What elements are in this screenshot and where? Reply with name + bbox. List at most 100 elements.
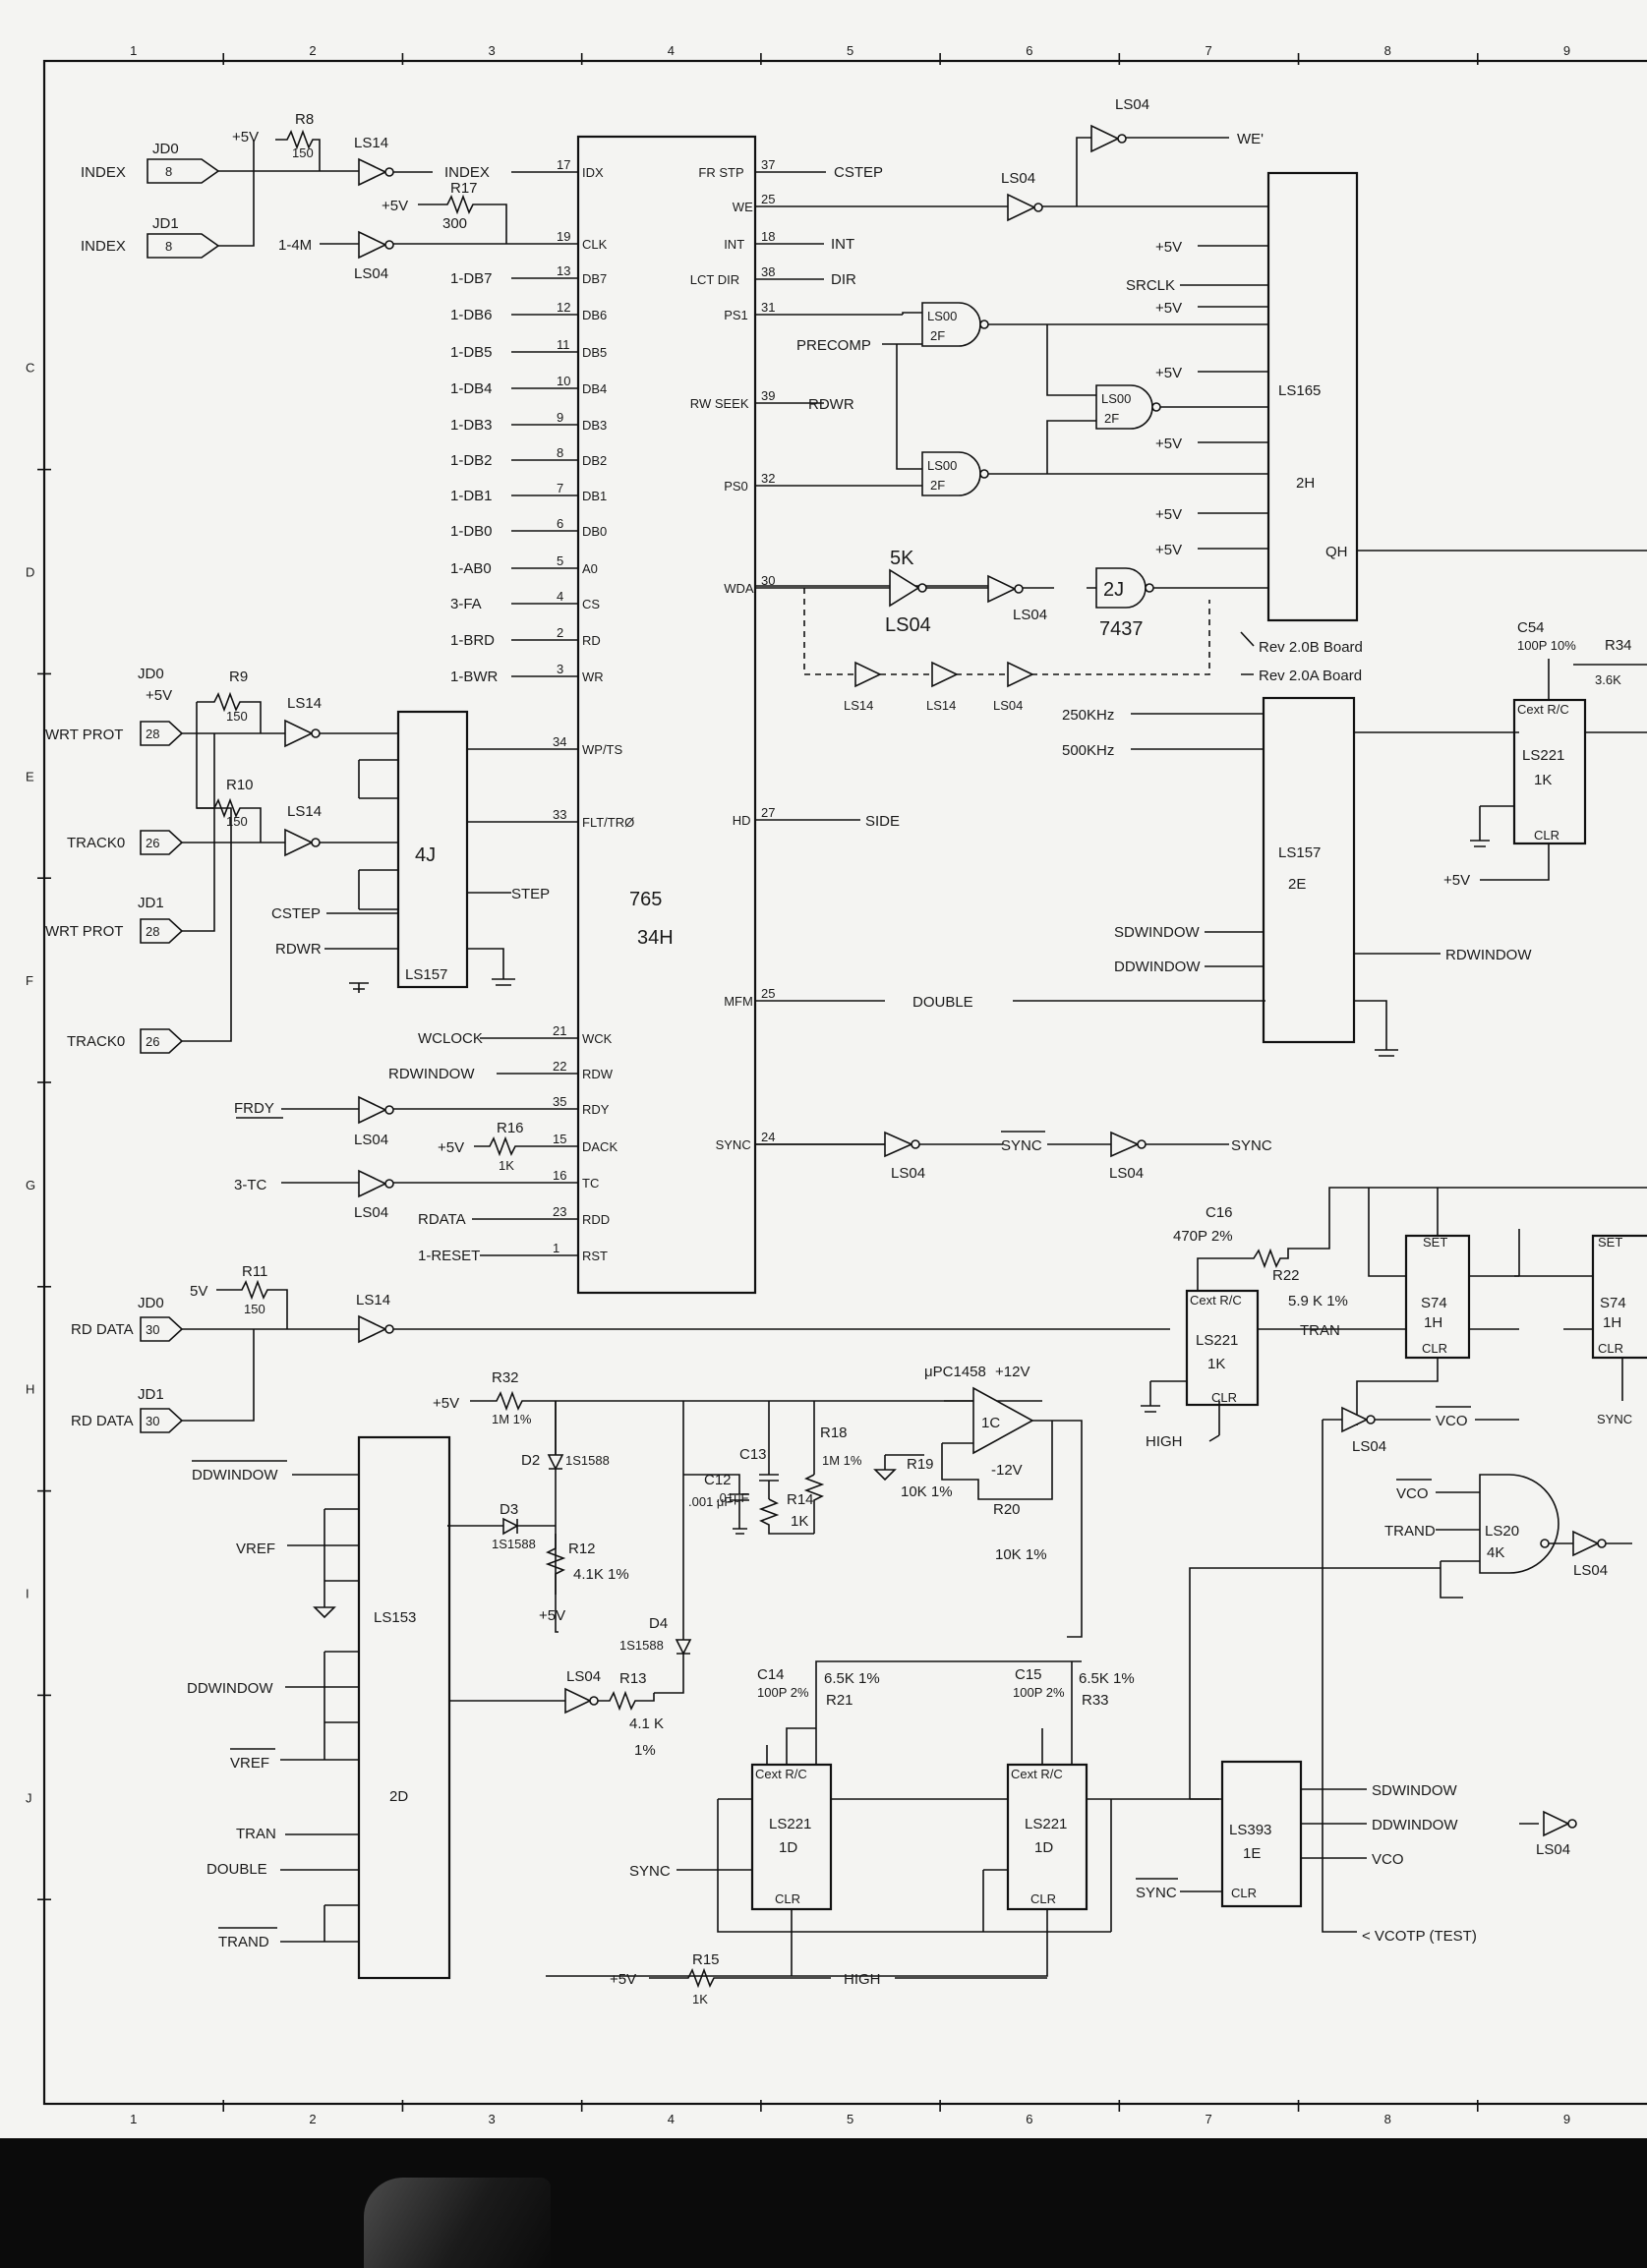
- ruler-col-top: 5: [847, 43, 853, 58]
- ic1d-a: 1D: [779, 1839, 797, 1856]
- ic-765-pin-name: FR STP: [698, 165, 743, 180]
- precomp-label: PRECOMP: [796, 337, 871, 354]
- resistor-r9: [197, 691, 262, 733]
- ic-ls393-1e: [1220, 1760, 1303, 1908]
- diode-d2-bar: [549, 1401, 562, 1470]
- inverter-bubble: [979, 320, 989, 329]
- ic-ls165-type: LS165: [1278, 382, 1321, 399]
- inverter-ls04-top: [1090, 124, 1120, 153]
- r15-label: R15: [692, 1951, 720, 1968]
- ic-765-pin-signal: 1-BWR: [450, 669, 499, 685]
- ic-ls157-2e-body: [1262, 696, 1356, 1044]
- f500-label: 500KHz: [1062, 742, 1114, 759]
- ruler-row: F: [26, 973, 33, 988]
- ic-765-pin-number: 34: [553, 734, 566, 749]
- ic1d-b: 1D: [1034, 1839, 1053, 1856]
- ic-ls153-type: LS153: [374, 1609, 416, 1626]
- index-signal: INDEX: [444, 164, 490, 181]
- ic-765-pin-name: MFM: [724, 994, 753, 1009]
- ls14-rev-a: LS14: [844, 698, 873, 713]
- ic-765-pin-name: DB7: [582, 271, 607, 286]
- ic-4j-body: [396, 710, 469, 989]
- index-circuit: INDEX JD0 8 INDEX JD1 8 +5V R8 150 LS14 …: [81, 111, 578, 282]
- clk-4m-label: 1-4M: [278, 237, 312, 254]
- resistors-r18-r14: [758, 1474, 825, 1535]
- inverter-bubble: [384, 167, 394, 177]
- ls14-rev-b: LS14: [926, 698, 956, 713]
- ls221-1d-b-wires: [546, 1661, 1219, 1977]
- r19-label: R19: [907, 1456, 934, 1473]
- d2-label: D2: [521, 1452, 540, 1469]
- r13-value: 4.1 K: [629, 1716, 664, 1732]
- ruler-col-top: 3: [489, 43, 496, 58]
- r34-label: R34: [1605, 637, 1632, 654]
- inverter-bubble: [1366, 1415, 1376, 1425]
- c14-value: 100P 2%: [757, 1685, 809, 1700]
- inverter-ls14-tr: [284, 828, 314, 857]
- controller-output-wires: [755, 171, 1268, 1145]
- side-out: SIDE: [865, 813, 900, 830]
- inverter-ls04-clk: [358, 230, 387, 260]
- connector-wrtprot-1-pin: 28: [146, 924, 159, 939]
- r21-value: 6.5K 1%: [824, 1670, 880, 1687]
- cstep-in: CSTEP: [271, 905, 321, 922]
- connector-wrtprot-0-label: WRT PROT: [45, 727, 123, 743]
- dir-out: DIR: [831, 271, 856, 288]
- ic-7437-type: 7437: [1099, 618, 1144, 640]
- ls165-wires: [1180, 245, 1647, 552]
- ls221-1d-a-wires: [676, 1660, 1111, 1976]
- ruler-col-bottom: 3: [489, 2112, 496, 2126]
- ls04-rev: LS04: [993, 698, 1023, 713]
- r16-label: R16: [497, 1120, 524, 1136]
- ls153-wires: [280, 1474, 457, 1943]
- cext-right: Cext R/C: [1517, 702, 1569, 717]
- ls04-label-clk: LS04: [354, 265, 388, 282]
- r17-label: R17: [450, 180, 478, 197]
- connector-rddata-1: [140, 1408, 184, 1433]
- ls14-label-rd: LS14: [356, 1292, 390, 1308]
- high-mid: HIGH: [1146, 1433, 1183, 1450]
- plus5-r12: +5V: [539, 1607, 565, 1624]
- mux-select-wires: [324, 912, 398, 950]
- sdwindow-label: SDWINDOW: [1114, 924, 1200, 941]
- ic-765-pin-name: IDX: [582, 165, 604, 180]
- ic-765-pin-number: 8: [557, 445, 563, 460]
- diode-d4: [675, 1639, 692, 1656]
- nand-wires: [902, 312, 1268, 487]
- r22-value: 5.9 K 1%: [1288, 1293, 1348, 1309]
- connector-index-1-pin: 8: [165, 239, 172, 254]
- clr-1d-b: CLR: [1030, 1891, 1056, 1906]
- inverter-ls04-tc: [358, 1169, 387, 1198]
- ddwindow-in: DDWINDOW: [187, 1680, 273, 1697]
- vref-in: VREF: [236, 1541, 275, 1557]
- r9-value: 150: [226, 709, 248, 724]
- r32-label: R32: [492, 1369, 519, 1386]
- frdy-label: FRDY: [234, 1100, 274, 1117]
- ic-765-pin-signal: 1-AB0: [450, 560, 492, 577]
- inverter-ls04-pll: [564, 1687, 592, 1715]
- ls00-c: LS00: [1101, 391, 1131, 406]
- inverter-ls04-sync-b: [1110, 1131, 1140, 1158]
- resistor-r11: [216, 1279, 288, 1329]
- ic-765-pin-signal: RDWINDOW: [388, 1066, 475, 1082]
- connector-track0-1: [140, 1028, 184, 1054]
- ruler-col-top: 7: [1205, 43, 1211, 58]
- r33-value: 6.5K 1%: [1079, 1670, 1135, 1687]
- resistor-r8: [275, 129, 321, 171]
- ic-765-pin-name: DB1: [582, 489, 607, 503]
- d2-type: 1S1588: [565, 1453, 610, 1468]
- r32-value: 1M 1%: [492, 1412, 532, 1426]
- ic-765-pin-number: 18: [761, 229, 775, 244]
- r15-value: 1K: [692, 1992, 708, 2006]
- resistor-r12: [545, 1534, 566, 1595]
- r18-label: R18: [820, 1425, 848, 1441]
- ruler-col-bottom: 5: [847, 2112, 853, 2126]
- ic-765-pin-signal: 1-DB4: [450, 380, 493, 397]
- ic-765-pin-number: 16: [553, 1168, 566, 1183]
- plus5-b: +5V: [1155, 365, 1182, 381]
- sync-bar-1e: SYNC: [1136, 1885, 1177, 1901]
- ddwindow-label: DDWINDOW: [1114, 959, 1201, 975]
- inverter-bubble: [384, 240, 394, 250]
- inverter-ls04-sync-a: [884, 1131, 913, 1158]
- r9-label: R9: [229, 669, 248, 685]
